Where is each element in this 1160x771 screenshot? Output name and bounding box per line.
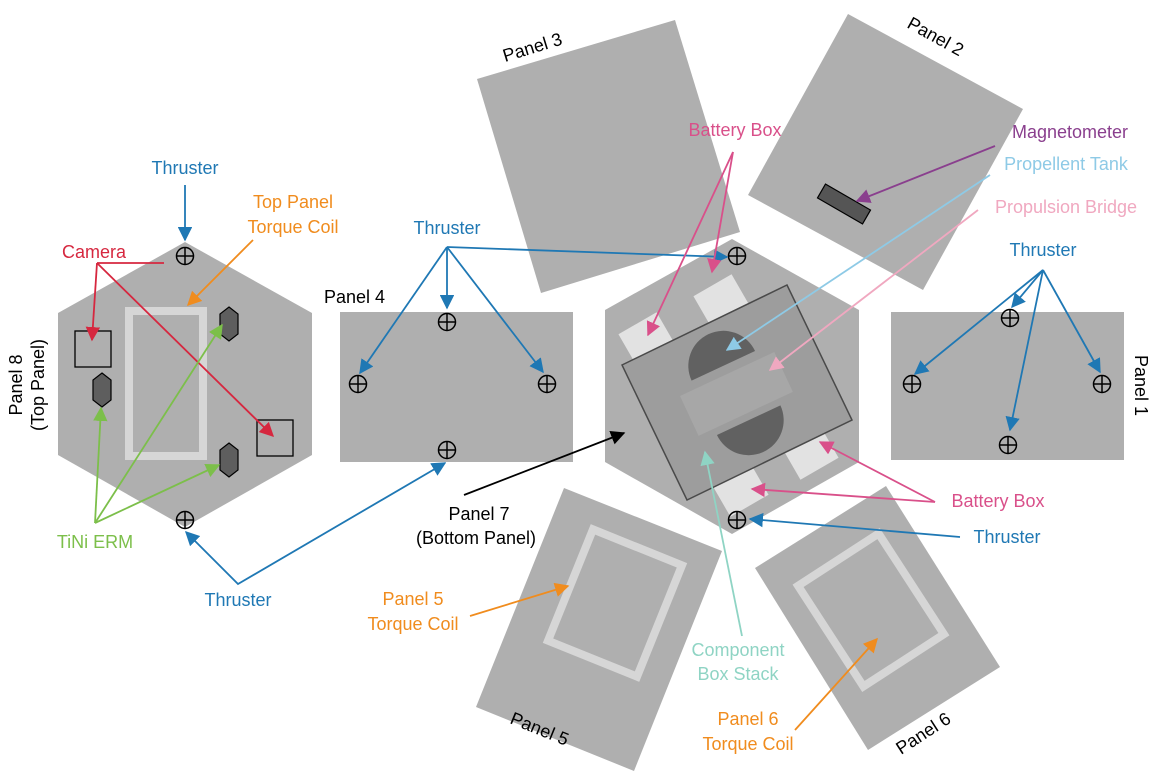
battery-box-shape — [783, 428, 839, 480]
camera-box — [256, 419, 294, 457]
thruster-label: Thruster — [204, 590, 271, 610]
thruster-icon — [175, 246, 195, 266]
thruster-icon — [175, 510, 195, 530]
battery-box-label: Battery Box — [951, 491, 1044, 511]
top-panel-torque-coil-shape — [125, 307, 207, 460]
top-panel-torque-coil-label: Top Panel — [253, 192, 333, 212]
panel-8-hexagon — [58, 242, 312, 527]
panel-4-rect — [340, 312, 573, 462]
thruster-icon — [437, 312, 457, 332]
thruster-icon — [348, 374, 368, 394]
panel-8-sublabel: (Top Panel) — [28, 339, 48, 431]
thruster-label: Thruster — [973, 527, 1040, 547]
camera-label: Camera — [62, 242, 127, 262]
thruster-icon — [1092, 374, 1112, 394]
thruster-label: Thruster — [413, 218, 480, 238]
thruster-icon — [902, 374, 922, 394]
thruster-icon — [727, 246, 747, 266]
panel-6-rect — [755, 486, 1000, 750]
thruster-icon — [1000, 308, 1020, 328]
panel-5-torque-coil-shape — [542, 524, 688, 682]
propellent-tank-shape — [716, 405, 784, 456]
panel-6-torque-coil-shape — [792, 528, 950, 692]
thruster-icon — [727, 510, 747, 530]
thruster-icon — [537, 374, 557, 394]
battery-box-label: Battery Box — [688, 120, 781, 140]
thruster-icon — [437, 440, 457, 460]
propulsion-bridge-label: Propulsion Bridge — [995, 197, 1137, 217]
component-box-stack-label: Box Stack — [697, 664, 779, 684]
panel-1-label: Panel 1 — [1131, 355, 1151, 416]
magnetometer-label: Magnetometer — [1012, 122, 1128, 142]
top-panel-torque-coil-label: Torque Coil — [247, 217, 338, 237]
thruster-label: Thruster — [1009, 240, 1076, 260]
tini-erm-label: TiNi ERM — [57, 532, 133, 552]
panel-5-torque-coil-label: Torque Coil — [367, 614, 458, 634]
panel-4-label: Panel 4 — [324, 287, 385, 307]
propellent-tank-label: Propellent Tank — [1004, 154, 1129, 174]
panel-5-torque-coil-label: Panel 5 — [382, 589, 443, 609]
panel-6-torque-coil-label: Torque Coil — [702, 734, 793, 754]
panel-2-rect — [748, 14, 1023, 290]
battery-box-shape — [713, 465, 769, 517]
thruster-label: Thruster — [151, 158, 218, 178]
magnetometer-shape — [816, 183, 872, 225]
tini-erm-shape — [219, 442, 239, 478]
component-box-stack-label: Component — [691, 640, 784, 660]
tini-erm-shape — [219, 306, 239, 342]
battery-box-shape — [693, 274, 749, 326]
panel-8-label: Panel 8 — [6, 354, 26, 415]
thruster-icon — [998, 435, 1018, 455]
panel-3-rect — [477, 20, 740, 293]
panel-7-sublabel: (Bottom Panel) — [416, 528, 536, 548]
propulsion-bridge-shape — [679, 351, 793, 436]
panel-7-label: Panel 7 — [448, 504, 509, 524]
tini-erm-shape — [92, 372, 112, 408]
panel-6-torque-coil-label: Panel 6 — [717, 709, 778, 729]
panel-1-rect — [891, 312, 1124, 460]
